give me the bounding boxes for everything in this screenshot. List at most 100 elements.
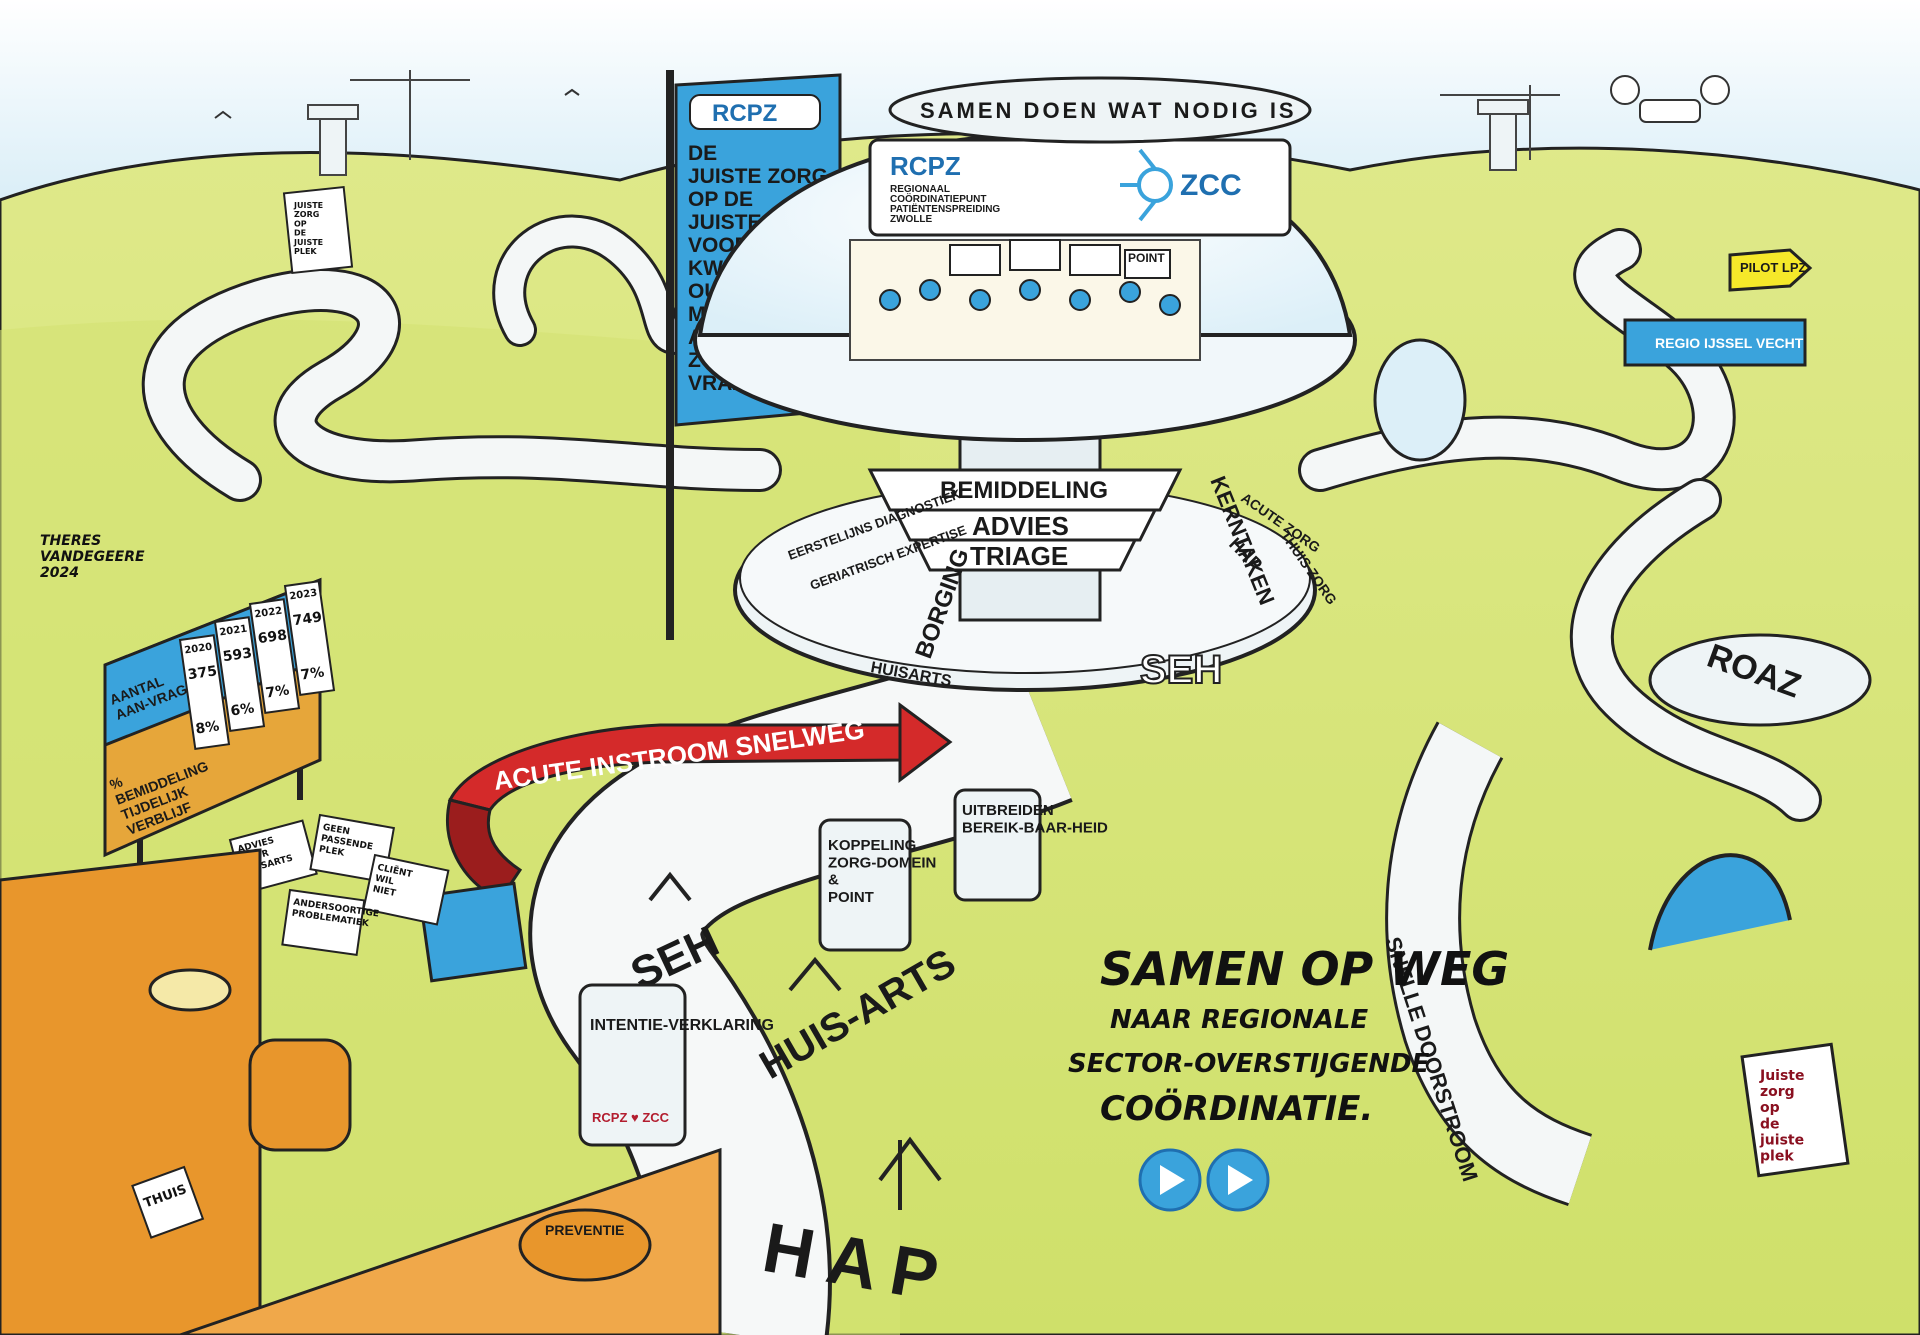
billboard-card: 2023 749 7% [283,580,336,697]
armchair [248,1038,352,1152]
sign-regio-text: REGIO IJSSEL VECHT [1655,335,1804,351]
flag-text-line: JUISTE ZORG [688,165,828,188]
satellite-dish-icon [1373,338,1467,462]
road-arrows [648,871,942,1210]
billboard-card-bg [248,598,301,715]
drone-icon [1610,75,1730,123]
signBottomText-word: plek [1760,1149,1794,1165]
note-word: NIET [372,884,398,899]
signBottomText-word: Juiste [1759,1068,1805,1084]
crane-left [350,70,470,160]
intentieText-word: INTENTIE-VERKLARING [590,1017,774,1034]
bridge-icon [1648,853,1792,951]
logo-zcc: ZCC [1180,169,1242,202]
billboard-card-bg [283,580,336,697]
signBottomText-word: zorg [1760,1084,1795,1100]
preventie-label: PREVENTIE [545,1222,624,1238]
uitbreidenText-word: UITBREIDEN [962,802,1054,819]
tier-bemiddeling [867,468,1183,512]
pillar-intentie-sub: RCPZ ♥ ZCC [592,1110,670,1125]
signTopText-word: PLEK [294,247,317,256]
logo-rcpz: RCPZ [890,151,961,181]
billboard-percentage: 8% [195,718,221,737]
billboard-percentage: 6% [230,700,256,719]
sign-pilot-text: PILOT LPZ [1740,260,1807,275]
note-card: CLIËNTWILNIET [362,853,450,926]
billboard-year: 2021 [219,624,248,639]
hub-banner: SAMEN DOEN WAT NODIG IS [920,98,1297,123]
signature-line: THERES [40,533,101,549]
billboard-aantal: 749 [292,609,323,629]
billboard-year: 2022 [254,606,283,621]
note-card-bg [281,888,366,957]
screen-label-point: POINT [1128,251,1165,265]
signTopText-word: DE [294,229,306,238]
flag-text-line: DE [688,142,717,165]
billboard-card-bg [178,634,231,751]
pillar-intentie: INTENTIE-VERKLARING RCPZ ♥ ZCC [578,983,774,1147]
slogan: SAMEN OP WEG NAAR REGIONALE SECTOR-OVERS… [1068,942,1509,1212]
signature-line: 2024 [40,565,79,581]
flag-logo: RCPZ [712,100,777,127]
koppelingText-word: KOPPELING [828,837,916,854]
signBottomText-word: op [1760,1100,1780,1116]
road-acute-instroom [528,638,1073,1335]
flag-text-line: OP DE [688,188,753,211]
rcpz-sub-line: REGIONAAL [890,184,950,195]
signTopText-word: OP [294,219,307,228]
screens [949,239,1171,279]
crane-right [1440,85,1560,160]
tier-advies [892,508,1158,542]
slogan-line2: NAAR REGIONALE [1110,1005,1368,1035]
road-network-back [141,214,1822,822]
ambulance-sign [418,881,528,983]
slogan-line4: COÖRDINATIE. [1100,1088,1373,1129]
billboard-card: 2021 593 6% [213,616,266,733]
slogan-line3: SECTOR-OVERSTIJGENDE [1068,1049,1430,1079]
stats-billboard: AANTALAAN-VRAGEN %BEMIDDELINGTIJDELIJKVE… [103,577,336,920]
slogan-line1: SAMEN OP WEG [1100,942,1509,996]
row2Label-word: % [107,773,125,793]
team-members [879,279,1181,316]
pillar-intentie-text: INTENTIE-VERKLARING [590,1017,774,1034]
rcpz-sub-line: ZWOLLE [890,214,933,225]
control-tower-left [307,104,359,176]
billboard-card: 2022 698 7% [248,598,301,715]
signBottomText-word: juiste [1759,1132,1804,1148]
sign-pilot-lpz: PILOT LPZ [1728,248,1813,292]
koppelingText-word: & [828,872,839,889]
note-card-bg [362,853,450,926]
central-hub: BEMIDDELING ADVIES TRIAGE BORGING KERNTA… [693,76,1467,693]
billboard-aantal: 698 [257,627,288,647]
uitbreidenText-word: BEREIK-BAAR-HEID [962,819,1108,836]
rcpz-sub-line: COÖRDINATIEPUNT [890,192,986,205]
signTopText-word: JUISTE [293,201,323,210]
tier-label-advies: ADVIES [972,511,1069,541]
note-word: WIL [374,874,395,888]
signTopText-word: ZORG [294,210,319,219]
billboard-aantal: 593 [222,645,253,665]
birds [214,88,580,119]
platform-label-seh: SEH [1140,648,1222,692]
billboard-percentage: 7% [265,682,291,701]
preventie-table [518,1208,652,1282]
roaz-hub: ROAZ [1648,633,1872,727]
sign-regio: REGIO IJSSEL VECHT [1623,318,1807,367]
billboard-percentage: 7% [300,664,326,683]
billboard-year: 2020 [184,642,213,657]
signature-line: VANDEGEERE [40,549,145,565]
tier-triage [912,538,1138,572]
note-word: GEEN [322,823,351,838]
thuis-card [131,1165,205,1239]
road-snelle-doorstroom-right [1385,721,1593,1207]
billboard-year: 2023 [289,588,318,603]
